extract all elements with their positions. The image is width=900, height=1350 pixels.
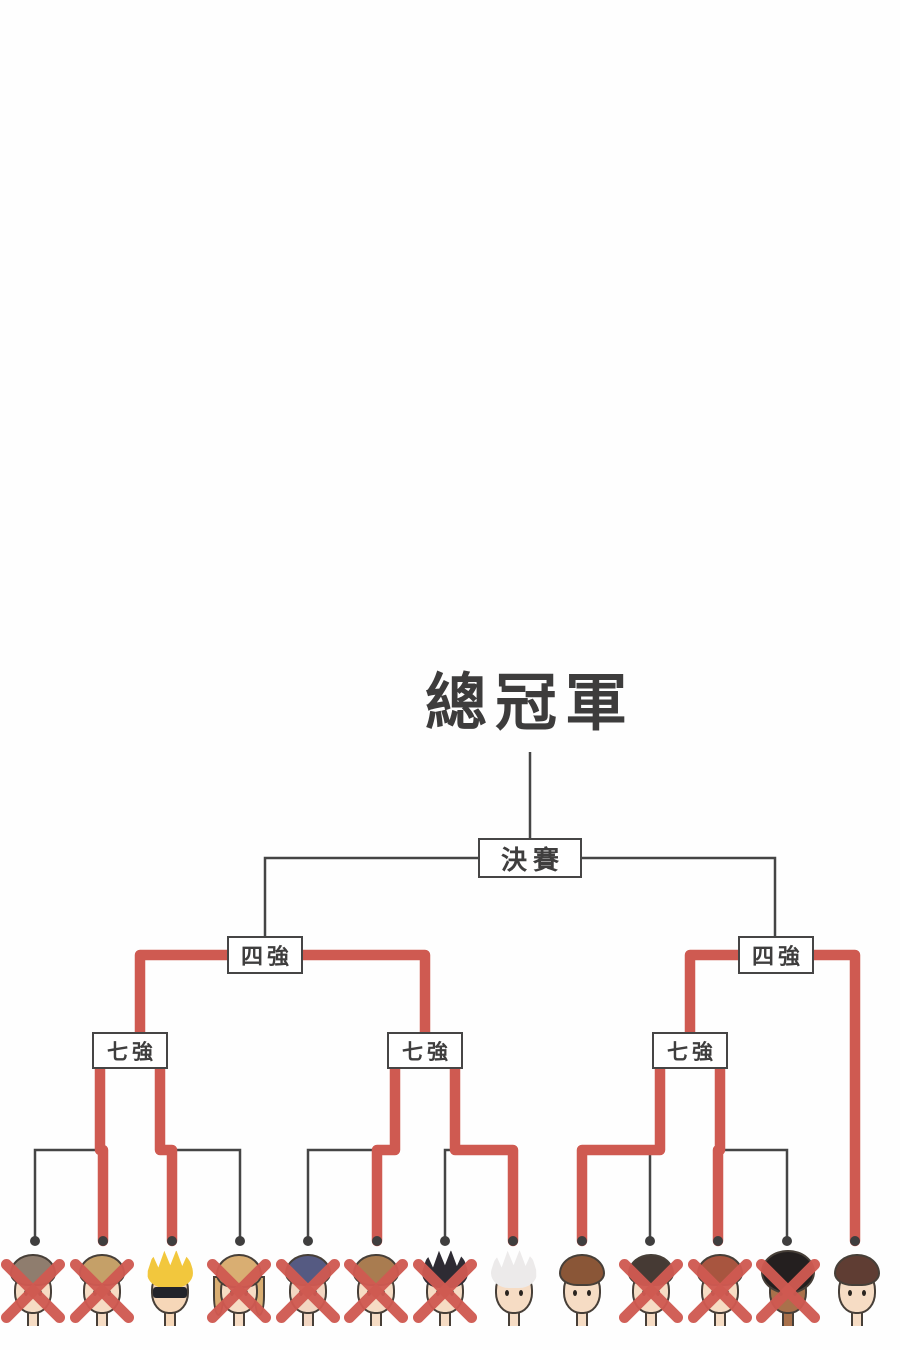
neck	[164, 1310, 177, 1326]
advance-path-player-3	[154, 1063, 178, 1247]
player-avatar-8	[484, 1250, 544, 1340]
player-avatar-10	[616, 1252, 686, 1340]
neck	[713, 1310, 726, 1326]
terminal-dot-player-13	[850, 1236, 860, 1246]
terminal-dot-player-2	[98, 1236, 108, 1246]
player-avatar-6	[341, 1252, 411, 1340]
terminal-dot-player-4	[235, 1236, 245, 1246]
elimination-x-icon	[341, 1252, 411, 1336]
player-avatar-11	[685, 1252, 754, 1340]
elimination-x-icon	[204, 1252, 274, 1336]
round1-line-player-4	[160, 1148, 242, 1241]
eye	[587, 1290, 592, 1296]
hair	[147, 1250, 194, 1288]
neck	[232, 1310, 245, 1326]
elimination-x-icon	[753, 1252, 823, 1336]
terminal-dot-player-7	[440, 1236, 450, 1246]
neck	[27, 1310, 39, 1326]
player-avatar-3	[140, 1250, 200, 1340]
terminal-dot-player-10	[645, 1236, 655, 1246]
advance-semi-right-bye-player-13	[805, 949, 861, 1247]
final-to-semi-left-connector	[263, 856, 479, 936]
advance-path-player-8	[449, 1063, 519, 1247]
player-avatar-7	[410, 1250, 480, 1340]
semifinal-right-box: 四強	[738, 936, 814, 974]
neck	[507, 1310, 520, 1326]
quarterfinal-middle-box: 七強	[387, 1032, 463, 1069]
hair	[833, 1254, 880, 1286]
advance-path-player-9	[576, 1063, 666, 1247]
round1-line-player-12	[720, 1148, 789, 1241]
eye	[847, 1290, 852, 1296]
neck	[301, 1310, 314, 1326]
eye	[861, 1290, 866, 1296]
neck	[438, 1310, 451, 1326]
advance-semi-left-from-quarter-1	[134, 949, 234, 1039]
advance-path-player-2	[94, 1063, 109, 1247]
player-avatar-12	[753, 1250, 823, 1340]
neck	[644, 1310, 657, 1326]
neck	[370, 1310, 383, 1326]
advance-semi-left-from-quarter-2	[294, 949, 431, 1039]
terminal-dot-player-8	[508, 1236, 518, 1246]
player-avatar-row	[0, 1250, 887, 1340]
terminal-dot-player-9	[577, 1236, 587, 1246]
terminal-dot-player-11	[713, 1236, 723, 1246]
eye	[573, 1290, 578, 1296]
round1-line-player-10	[648, 1148, 660, 1241]
player-avatar-9	[552, 1252, 612, 1340]
elimination-x-icon	[616, 1252, 686, 1336]
final-match-box: 決賽	[478, 838, 582, 878]
round1-line-player-5	[306, 1148, 395, 1241]
neck	[95, 1310, 108, 1326]
quarterfinal-left-box: 七強	[92, 1032, 168, 1069]
elimination-x-icon	[273, 1252, 342, 1336]
player-avatar-4	[204, 1252, 274, 1340]
player-avatar-1	[0, 1252, 68, 1340]
neck	[576, 1310, 589, 1326]
advance-path-player-6	[371, 1063, 401, 1247]
terminal-dot-player-6	[372, 1236, 382, 1246]
hair	[490, 1250, 537, 1288]
elimination-x-icon	[410, 1252, 480, 1336]
advance-path-player-11	[712, 1063, 726, 1247]
eye	[504, 1290, 509, 1296]
sunglasses-icon	[153, 1287, 188, 1298]
neck	[850, 1310, 863, 1326]
champion-title: 總冠軍	[424, 666, 636, 739]
round1-line-player-7	[443, 1148, 455, 1241]
elimination-x-icon	[67, 1252, 136, 1336]
elimination-x-icon	[685, 1252, 754, 1336]
player-avatar-2	[67, 1252, 136, 1340]
final-to-semi-right-connector	[582, 856, 777, 936]
terminal-dot-player-12	[782, 1236, 792, 1246]
terminal-dot-player-1	[30, 1236, 40, 1246]
terminal-dot-player-3	[167, 1236, 177, 1246]
player-avatar-13	[827, 1252, 887, 1340]
neck	[782, 1310, 795, 1326]
hair	[559, 1254, 606, 1286]
elimination-x-icon	[0, 1252, 68, 1336]
round1-line-player-1	[33, 1148, 100, 1241]
semifinal-left-box: 四強	[227, 936, 303, 974]
terminal-dot-player-5	[303, 1236, 313, 1246]
quarterfinal-right-box: 七強	[652, 1032, 728, 1069]
eye	[518, 1290, 523, 1296]
player-avatar-5	[273, 1252, 342, 1340]
advance-semi-right-from-quarter-3	[684, 949, 745, 1039]
